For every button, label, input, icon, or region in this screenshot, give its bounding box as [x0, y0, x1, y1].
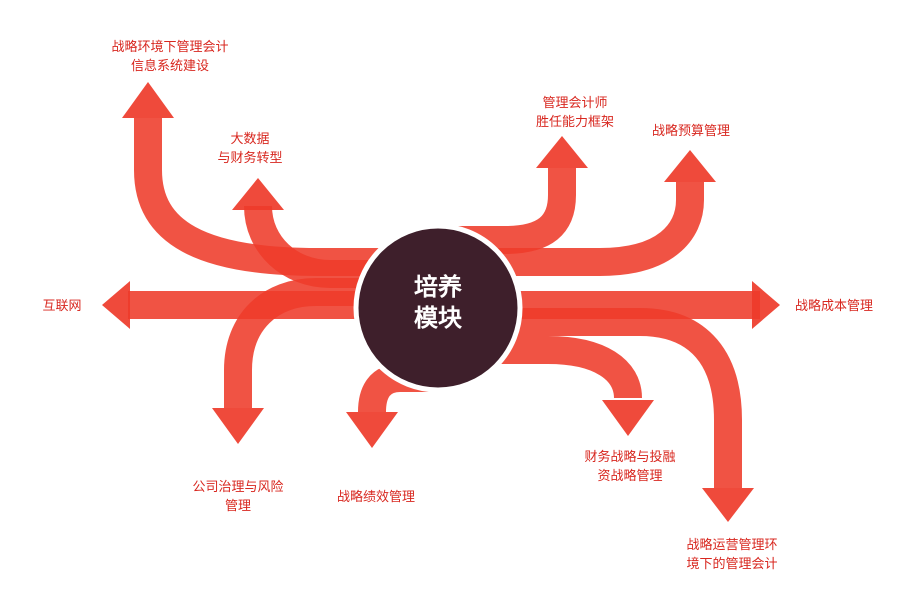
arrow-to-finance [436, 336, 642, 400]
arrow-to-operations [436, 308, 742, 488]
arrow-to-big-data [244, 205, 436, 288]
label-governance: 公司治理与风险 管理 [192, 480, 284, 514]
arrowhead-right [752, 281, 780, 329]
label-competency: 管理会计师 胜任能力框架 [535, 96, 614, 130]
arrowhead-budget [664, 150, 716, 182]
label-finance: 财务战略与投融 资战略管理 [584, 450, 676, 484]
arrowhead-governance [212, 408, 264, 444]
label-operations: 战略运营管理环 境下的管理会计 [686, 538, 778, 572]
arrow-to-budget [436, 182, 704, 276]
arrowhead-info-system [122, 82, 174, 118]
center-circle [353, 223, 523, 393]
arrowhead-left [102, 281, 130, 329]
label-internet: 互联网 [42, 299, 82, 314]
center-title: 培养 模块 [414, 273, 462, 332]
arrowhead-competency [536, 136, 588, 168]
arrowhead-finance [602, 400, 654, 436]
arrowhead-operations [702, 488, 754, 522]
arrow-to-competency [436, 168, 576, 254]
label-cost: 战略成本管理 [794, 299, 873, 314]
arrowhead-performance [346, 412, 398, 448]
label-big-data: 大数据 与财务转型 [217, 132, 283, 166]
label-info-system: 战略环境下管理会计 信息系统建设 [111, 40, 229, 74]
label-performance: 战略绩效管理 [336, 490, 415, 505]
arrow-to-governance [224, 278, 436, 408]
arrowhead-big-data [232, 178, 284, 210]
label-budget: 战略预算管理 [651, 124, 730, 139]
